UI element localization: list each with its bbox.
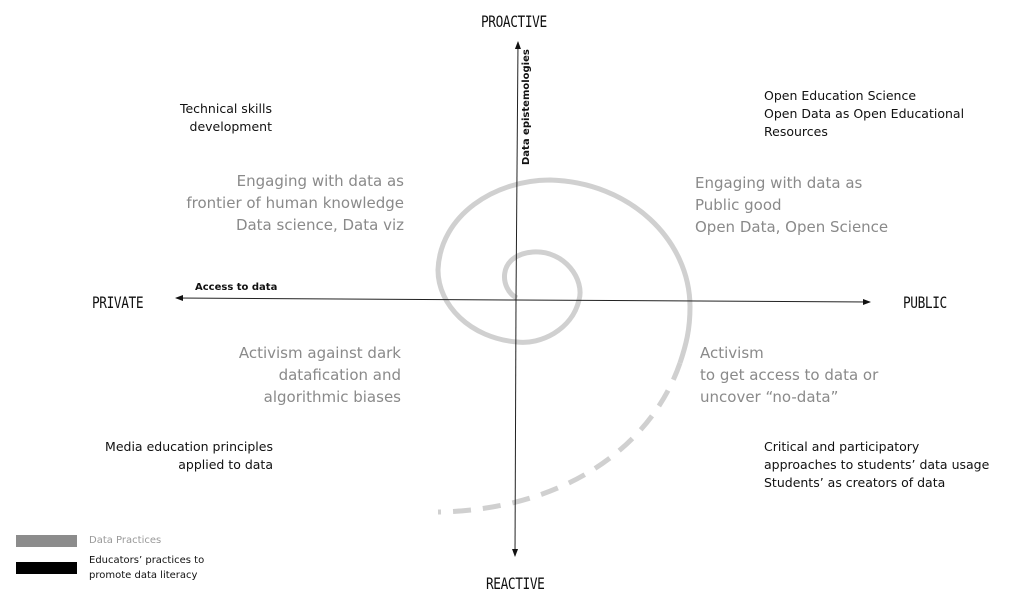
- text-line: Engaging with data as: [695, 174, 863, 192]
- text-line: Media education principles: [105, 439, 273, 454]
- text-line: Technical skills: [179, 101, 272, 116]
- top-right-educators-text: Open Education Science Open Data as Open…: [764, 87, 964, 141]
- text-line: to get access to data or: [700, 365, 879, 384]
- top-left-data-practices-text: Engaging with data as frontier of human …: [186, 171, 404, 236]
- text-line: promote data literacy: [89, 570, 198, 581]
- axis-label-public: PUBLIC: [903, 293, 947, 312]
- text-line: Open Education Science: [764, 88, 917, 103]
- text-line: development: [189, 119, 272, 135]
- text-line: Activism against dark: [238, 344, 401, 362]
- text-line: uncover “no-data”: [700, 387, 839, 406]
- top-right-data-practices-text: Engaging with data as Public good Open D…: [695, 173, 888, 238]
- legend-swatch-educators: [16, 562, 77, 574]
- text-line: Activism: [700, 344, 764, 362]
- text-line: datafication and: [278, 365, 401, 384]
- text-line: Open Data, Open Science: [695, 217, 889, 236]
- bottom-right-educators-text: Critical and participatory approaches to…: [764, 438, 989, 492]
- text-line: Educators’ practices to: [89, 555, 205, 566]
- legend-swatch-data-practices: [16, 535, 77, 547]
- data-epistemologies-label: Data epistemologies: [521, 49, 532, 165]
- text-line: frontier of human knowledge: [186, 193, 404, 212]
- bottom-left-educators-text: Media education principles applied to da…: [105, 438, 273, 474]
- axis-label-private: PRIVATE: [92, 293, 144, 312]
- axis-label-proactive: PROACTIVE: [481, 12, 547, 31]
- legend-label-educators: Educators’ practices to promote data lit…: [89, 553, 204, 583]
- horizontal-axis-left: [175, 295, 517, 302]
- text-line: Students’ as creators of data: [764, 475, 946, 491]
- axis-label-reactive: REACTIVE: [486, 574, 545, 593]
- text-line: Open Data as Open Educational: [764, 106, 965, 122]
- spiral-dashed: [437, 362, 683, 515]
- horizontal-axis-right: [515, 298, 871, 305]
- text-line: Resources: [764, 124, 828, 140]
- legend-label-data-practices: Data Practices: [89, 535, 162, 546]
- text-line: applied to data: [178, 457, 273, 473]
- spiral-solid: [435, 177, 693, 364]
- text-line: Engaging with data as: [236, 172, 404, 190]
- text-line: algorithmic biases: [263, 387, 401, 406]
- text-line: approaches to students’ data usage: [764, 457, 990, 473]
- bottom-right-data-practices-text: Activism to get access to data or uncove…: [700, 343, 878, 408]
- top-left-educators-text: Technical skills development: [180, 100, 272, 136]
- vertical-axis-down: [512, 299, 519, 557]
- text-line: Public good: [695, 195, 782, 214]
- bottom-left-data-practices-text: Activism against dark datafication and a…: [239, 343, 401, 408]
- vertical-axis-up: [514, 41, 521, 301]
- text-line: Critical and participatory: [764, 439, 920, 454]
- text-line: Data science, Data viz: [235, 215, 404, 234]
- access-to-data-label: Access to data: [195, 282, 278, 293]
